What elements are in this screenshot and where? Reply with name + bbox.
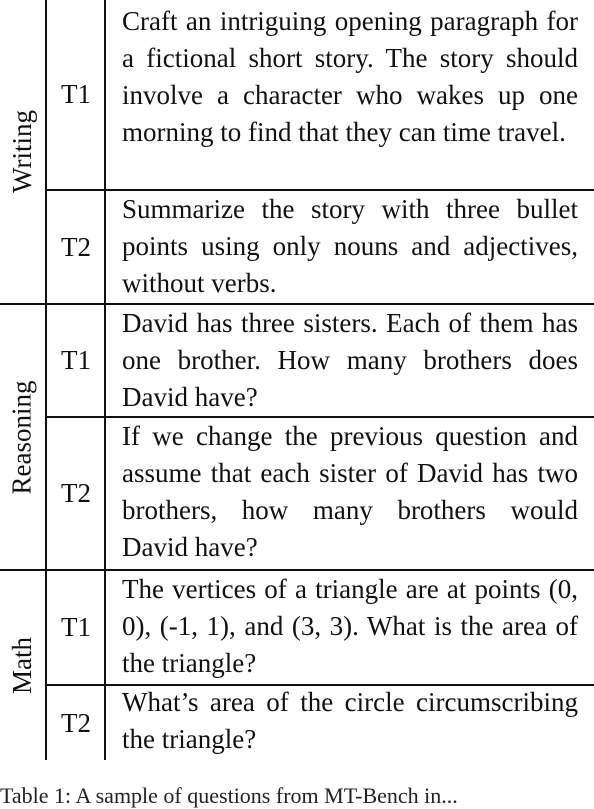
rule-math-mid (46, 684, 594, 686)
prompt-text: The vertices of a triangle are at points… (122, 574, 578, 678)
rule-reasoning-math (0, 569, 594, 571)
prompt-text: What’s area of the circle circumscribing… (122, 687, 578, 754)
prompt-text: Craft an intriguing opening paragraph fo… (122, 6, 578, 147)
category-label: Reasoning (6, 380, 37, 494)
category-writing: Writing (0, 0, 44, 303)
prompt-text: Summarize the story with three bullet po… (122, 194, 578, 298)
category-math: Math (0, 571, 44, 760)
rule-reasoning-mid (46, 416, 594, 418)
category-reasoning: Reasoning (0, 305, 44, 569)
turn-label: T1 (61, 79, 91, 109)
turn-label: T2 (61, 707, 91, 738)
turn-label: T2 (61, 478, 91, 508)
category-label: Writing (6, 110, 37, 193)
prompt-text: David has three sisters. Each of them ha… (122, 308, 578, 412)
rule-writing-reasoning (0, 303, 594, 305)
turn-label: T2 (61, 231, 91, 262)
prompt-table: Writing T1 Craft an intriguing opening p… (0, 0, 594, 760)
rule-vertical-turn (104, 0, 106, 760)
prompt-text: If we change the previous question and a… (122, 421, 578, 562)
turn-label: T1 (61, 612, 91, 642)
rule-writing-mid (46, 189, 594, 191)
turn-label: T1 (61, 345, 91, 375)
table-caption: Table 1: A sample of questions from MT-B… (0, 783, 458, 808)
rule-vertical-category (45, 0, 47, 760)
category-label: Math (6, 637, 37, 694)
